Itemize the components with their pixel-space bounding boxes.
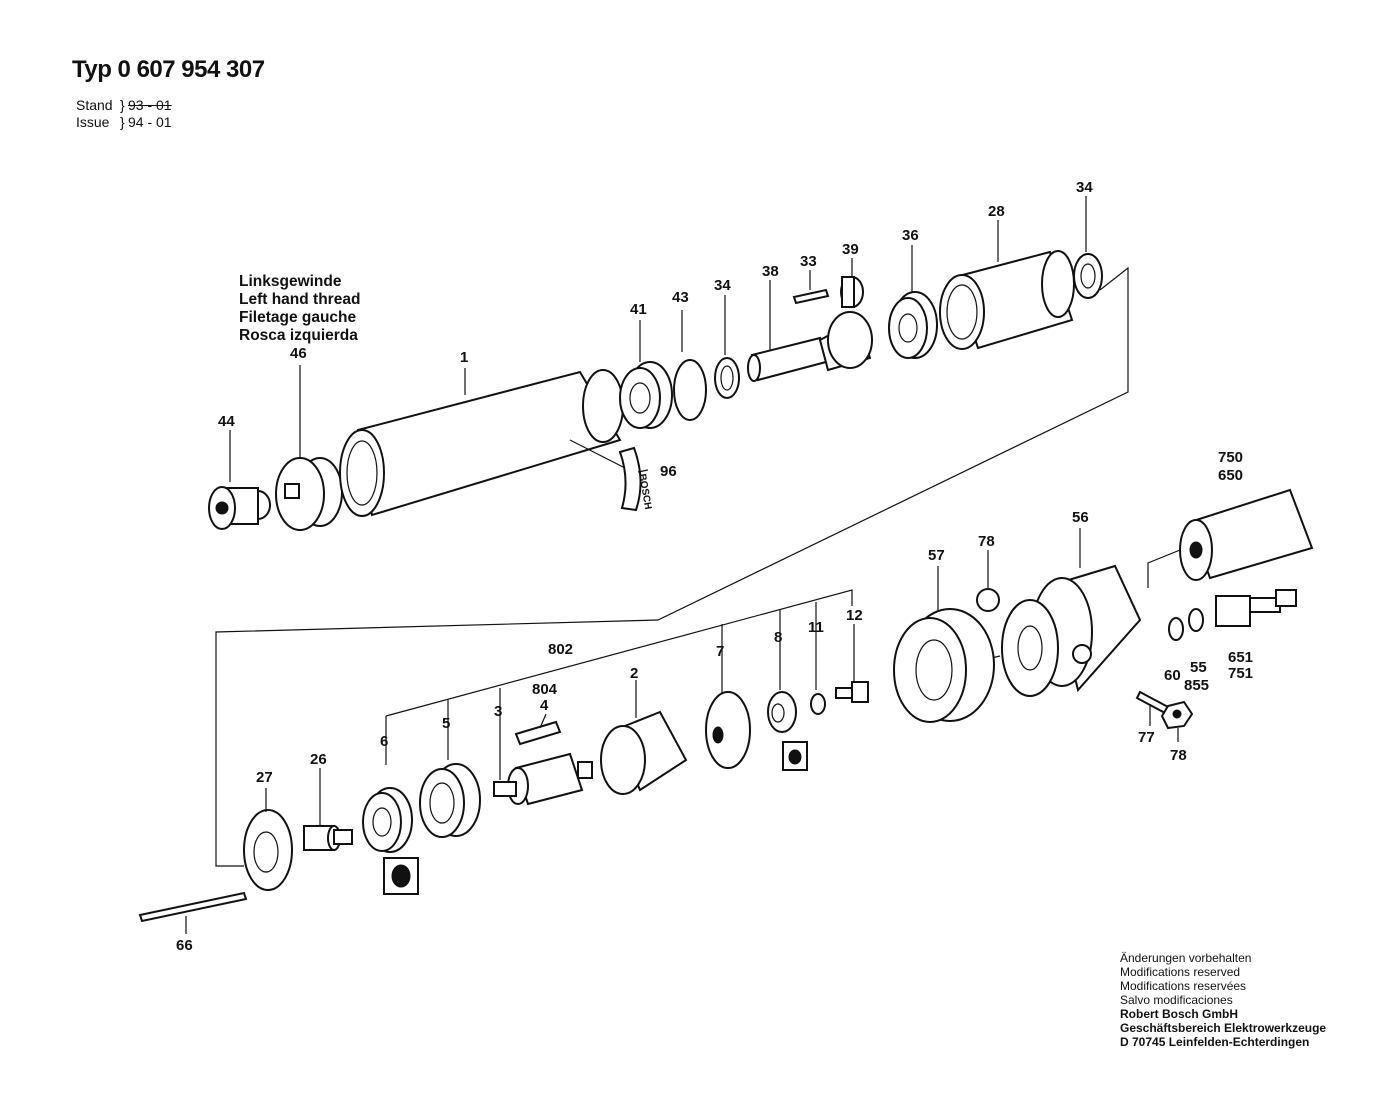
label-34-left: 34 [714, 277, 731, 294]
label-41: 41 [630, 301, 647, 318]
part-651-nipple [1215, 589, 1297, 627]
part-46-threaded-ring [275, 457, 343, 531]
label-7: 7 [716, 643, 724, 660]
page-title: Typ 0 607 954 307 [72, 56, 265, 83]
label-750: 750 [1218, 449, 1243, 466]
part-38-spindle [747, 311, 873, 382]
label-27: 27 [256, 769, 273, 786]
label-804: 804 [532, 681, 558, 698]
label-26: 26 [310, 751, 327, 768]
label-751: 751 [1228, 665, 1253, 682]
part-4-vane [514, 720, 562, 746]
label-96: 96 [660, 463, 677, 480]
label-38: 38 [762, 263, 779, 280]
stand-value: 93 - 01 [128, 97, 172, 113]
thread-note-es: Rosca izquierda [239, 327, 358, 344]
thread-note-fr: Filetage gauche [239, 309, 357, 326]
part-27-washer [243, 809, 293, 891]
label-39: 39 [842, 241, 859, 258]
label-33: 33 [800, 253, 817, 270]
label-44: 44 [218, 413, 235, 430]
label-56: 56 [1072, 509, 1089, 526]
part-11-washer [810, 693, 826, 715]
part-26-pinion [303, 825, 353, 851]
label-2: 2 [630, 665, 638, 682]
part-6-bearing [362, 787, 419, 895]
part-1-housing-tube [339, 369, 626, 517]
part-41-bearing [619, 361, 673, 429]
part-57-sleeve [893, 608, 995, 723]
part-33-pin [792, 288, 830, 305]
label-43: 43 [672, 289, 689, 306]
footer-division: Geschäftsbereich Elektrowerkzeuge [1120, 1021, 1327, 1035]
part-78-nut [1160, 700, 1194, 730]
part-96-label: BOSCH [618, 446, 653, 512]
label-11: 11 [808, 619, 824, 636]
part-28-cylinder [939, 250, 1075, 350]
thread-note-de: Linksgewinde [239, 273, 342, 290]
part-55-washer [1188, 608, 1204, 632]
footer-address: D 70745 Leinfelden-Echterdingen [1120, 1035, 1310, 1049]
part-750-silencer [1179, 488, 1314, 581]
part-36-bearing [888, 291, 938, 359]
part-2-cylinder [600, 710, 688, 795]
label-855: 855 [1184, 677, 1209, 694]
part-3-rotor [493, 752, 593, 806]
label-3: 3 [494, 703, 502, 720]
part-60-washer [1168, 617, 1184, 641]
footer-line: Änderungen vorbehalten [1120, 951, 1252, 965]
label-28: 28 [988, 203, 1005, 220]
issue-label: Issue [76, 114, 110, 130]
part-78-plug [976, 588, 1000, 612]
issue-row: Issue}94 - 01 [76, 114, 172, 130]
assembly-axis-lines [215, 266, 1181, 867]
brace-icon: } [120, 97, 125, 113]
stand-row: Stand}93 - 01 [76, 97, 172, 113]
label-66: 66 [176, 937, 193, 954]
label-55: 55 [1190, 659, 1207, 676]
leader-lines [185, 196, 1179, 934]
part-39-gear [840, 276, 864, 308]
issue-value: 94 - 01 [128, 114, 172, 130]
footer-line: Modifications reserved [1120, 965, 1241, 979]
label-4: 4 [540, 697, 549, 714]
label-36: 36 [902, 227, 919, 244]
label-651: 651 [1228, 649, 1253, 666]
label-650: 650 [1218, 467, 1243, 484]
label-57: 57 [928, 547, 945, 564]
thread-note-en: Left hand thread [239, 291, 361, 308]
part-66-rod [138, 891, 248, 923]
part-44-nut [208, 486, 271, 530]
footer-line: Modifications reservées [1120, 979, 1247, 993]
left-hand-thread-note: Linksgewinde Left hand thread Filetage g… [239, 273, 360, 345]
label-34-right: 34 [1076, 179, 1093, 196]
part-number-labels: 1 2 3 4 5 6 7 8 11 12 26 27 28 33 34 34 … [176, 179, 1253, 954]
label-60: 60 [1164, 667, 1181, 684]
brace-icon: } [120, 114, 125, 130]
footer-line: Salvo modificaciones [1120, 993, 1233, 1007]
label-77: 77 [1138, 729, 1155, 746]
part-5-ring [419, 763, 481, 838]
part-34-washer [714, 357, 740, 399]
label-1: 1 [460, 349, 468, 366]
part-56-housing [1001, 564, 1142, 697]
label-12: 12 [846, 607, 863, 624]
part-7-end-plate [705, 691, 751, 769]
label-6: 6 [380, 733, 388, 750]
label-5: 5 [442, 715, 450, 732]
label-8: 8 [774, 629, 782, 646]
label-802: 802 [548, 641, 573, 658]
label-78-top: 78 [978, 533, 995, 550]
part-34-washer-right [1073, 253, 1103, 299]
part-12-screw [835, 681, 869, 703]
stand-label: Stand [76, 97, 113, 113]
label-46: 46 [290, 345, 307, 362]
footer-company: Robert Bosch GmbH [1120, 1007, 1239, 1021]
part-43-circlip [673, 359, 707, 421]
part-8-bearing [767, 691, 808, 771]
footer-notice: Änderungen vorbehalten Modifications res… [1120, 951, 1326, 1049]
label-78-bottom: 78 [1170, 747, 1187, 764]
